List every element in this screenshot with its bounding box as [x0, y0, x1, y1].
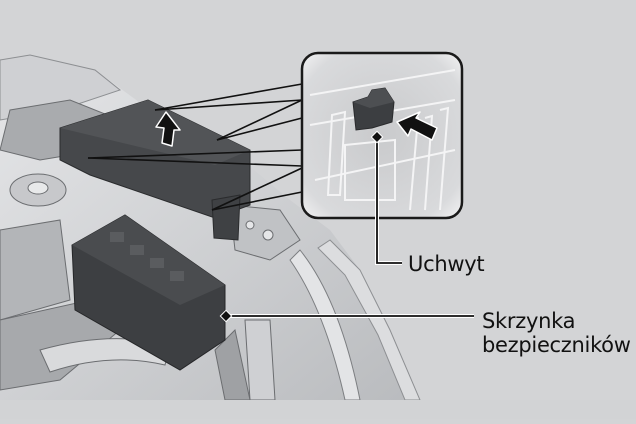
latch-detail-inset: [300, 51, 464, 220]
lift-up-arrow-icon: [155, 111, 181, 147]
callout-label-fuse-box-line1: Skrzynka: [482, 309, 576, 333]
bottom-strip: [0, 400, 636, 419]
callout-label-fuse-box-line2: bezpieczników: [482, 333, 631, 357]
zoom-leader-lines: [87, 83, 303, 211]
callout-line-fuse-box: [219, 309, 474, 323]
callout-line-uchwyt: [370, 130, 402, 265]
callout-label-uchwyt: Uchwyt: [408, 252, 485, 276]
callout-label-fuse-box: Skrzynka bezpieczników: [482, 309, 631, 357]
fuse-box-body: [71, 214, 226, 371]
press-arrow-icon: [396, 111, 438, 141]
